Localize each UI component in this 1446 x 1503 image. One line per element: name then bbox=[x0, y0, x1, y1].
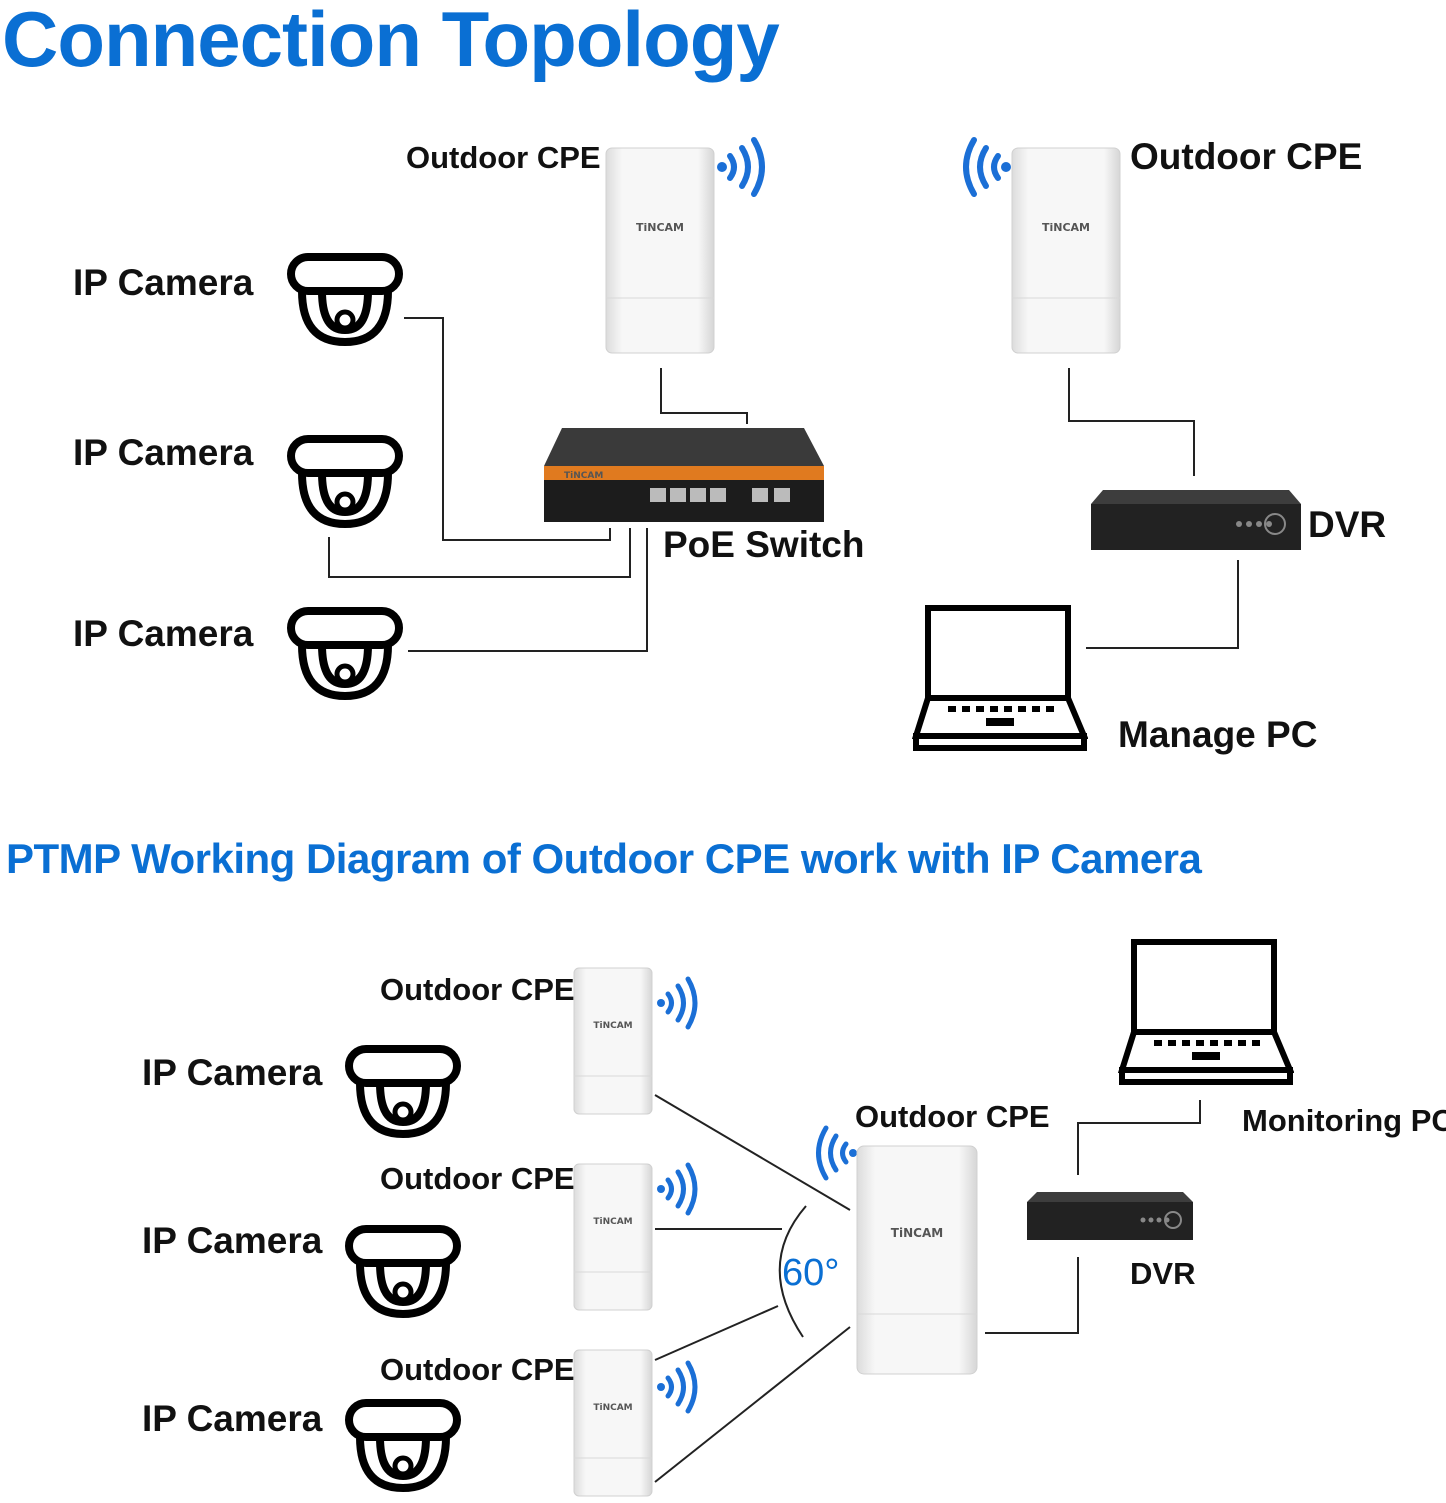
wifi-signal-icon bbox=[656, 976, 704, 1035]
bottom-camera-2-label: IP Camera bbox=[142, 1220, 323, 1261]
svg-text:TiNCAM: TiNCAM bbox=[891, 1226, 943, 1240]
section-subtitle: PTMP Working Diagram of Outdoor CPE work… bbox=[6, 835, 1202, 882]
dome-camera-icon bbox=[344, 1398, 462, 1499]
poe-switch-label: PoE Switch bbox=[663, 524, 865, 565]
angle-label: 60° bbox=[782, 1252, 840, 1294]
outdoor-cpe-device: TiNCAM bbox=[604, 146, 716, 361]
manage-pc-label: Manage PC bbox=[1118, 714, 1318, 755]
dome-camera-icon bbox=[286, 252, 404, 353]
top-dvr-label: DVR bbox=[1308, 504, 1387, 545]
svg-text:TiNCAM: TiNCAM bbox=[593, 1021, 632, 1031]
wifi-signal-icon bbox=[656, 1162, 704, 1221]
svg-text:TiNCAM: TiNCAM bbox=[593, 1217, 632, 1227]
bottom-dvr-label: DVR bbox=[1130, 1256, 1196, 1291]
svg-text:TiNCAM: TiNCAM bbox=[564, 471, 603, 481]
dome-camera-icon bbox=[344, 1044, 462, 1145]
dvr-icon bbox=[1089, 488, 1303, 557]
svg-text:TiNCAM: TiNCAM bbox=[593, 1403, 632, 1413]
wifi-signal-icon bbox=[956, 136, 1012, 203]
cpe-brand: TiNCAM bbox=[636, 221, 684, 234]
top-cpe-right-label: Outdoor CPE bbox=[1130, 136, 1363, 177]
wifi-signal-icon bbox=[716, 136, 772, 203]
wifi-signal-icon bbox=[810, 1124, 858, 1187]
wifi-signal-icon bbox=[656, 1360, 704, 1419]
svg-text:TiNCAM: TiNCAM bbox=[1042, 221, 1090, 234]
laptop-icon bbox=[1117, 938, 1295, 1091]
top-camera-2-label: IP Camera bbox=[73, 432, 254, 473]
outdoor-cpe-device: TiNCAM bbox=[1010, 146, 1122, 361]
bottom-camera-1-label: IP Camera bbox=[142, 1052, 323, 1093]
dome-camera-icon bbox=[344, 1224, 462, 1325]
dvr-icon bbox=[1025, 1190, 1195, 1247]
top-camera-3-label: IP Camera bbox=[73, 613, 254, 654]
bottom-cpe-2-label: Outdoor CPE bbox=[380, 1161, 575, 1196]
bottom-camera-3-label: IP Camera bbox=[142, 1398, 323, 1439]
top-cpe-left-label: Outdoor CPE bbox=[406, 140, 601, 175]
outdoor-cpe-device: TiNCAM bbox=[572, 1162, 654, 1317]
dome-camera-icon bbox=[286, 434, 404, 535]
monitoring-pc-label: Monitoring PC bbox=[1242, 1103, 1446, 1138]
outdoor-cpe-device: TiNCAM bbox=[572, 966, 654, 1121]
outdoor-cpe-device: TiNCAM bbox=[572, 1348, 654, 1503]
page-title: Connection Topology bbox=[2, 0, 780, 83]
laptop-icon bbox=[911, 604, 1089, 757]
poe-switch-icon: TiNCAM bbox=[542, 426, 826, 529]
top-camera-1-label: IP Camera bbox=[73, 262, 254, 303]
center-cpe-label: Outdoor CPE bbox=[855, 1099, 1050, 1134]
bottom-cpe-1-label: Outdoor CPE bbox=[380, 972, 575, 1007]
outdoor-cpe-device: TiNCAM bbox=[855, 1144, 979, 1381]
bottom-cpe-3-label: Outdoor CPE bbox=[380, 1352, 575, 1387]
dome-camera-icon bbox=[286, 606, 404, 707]
